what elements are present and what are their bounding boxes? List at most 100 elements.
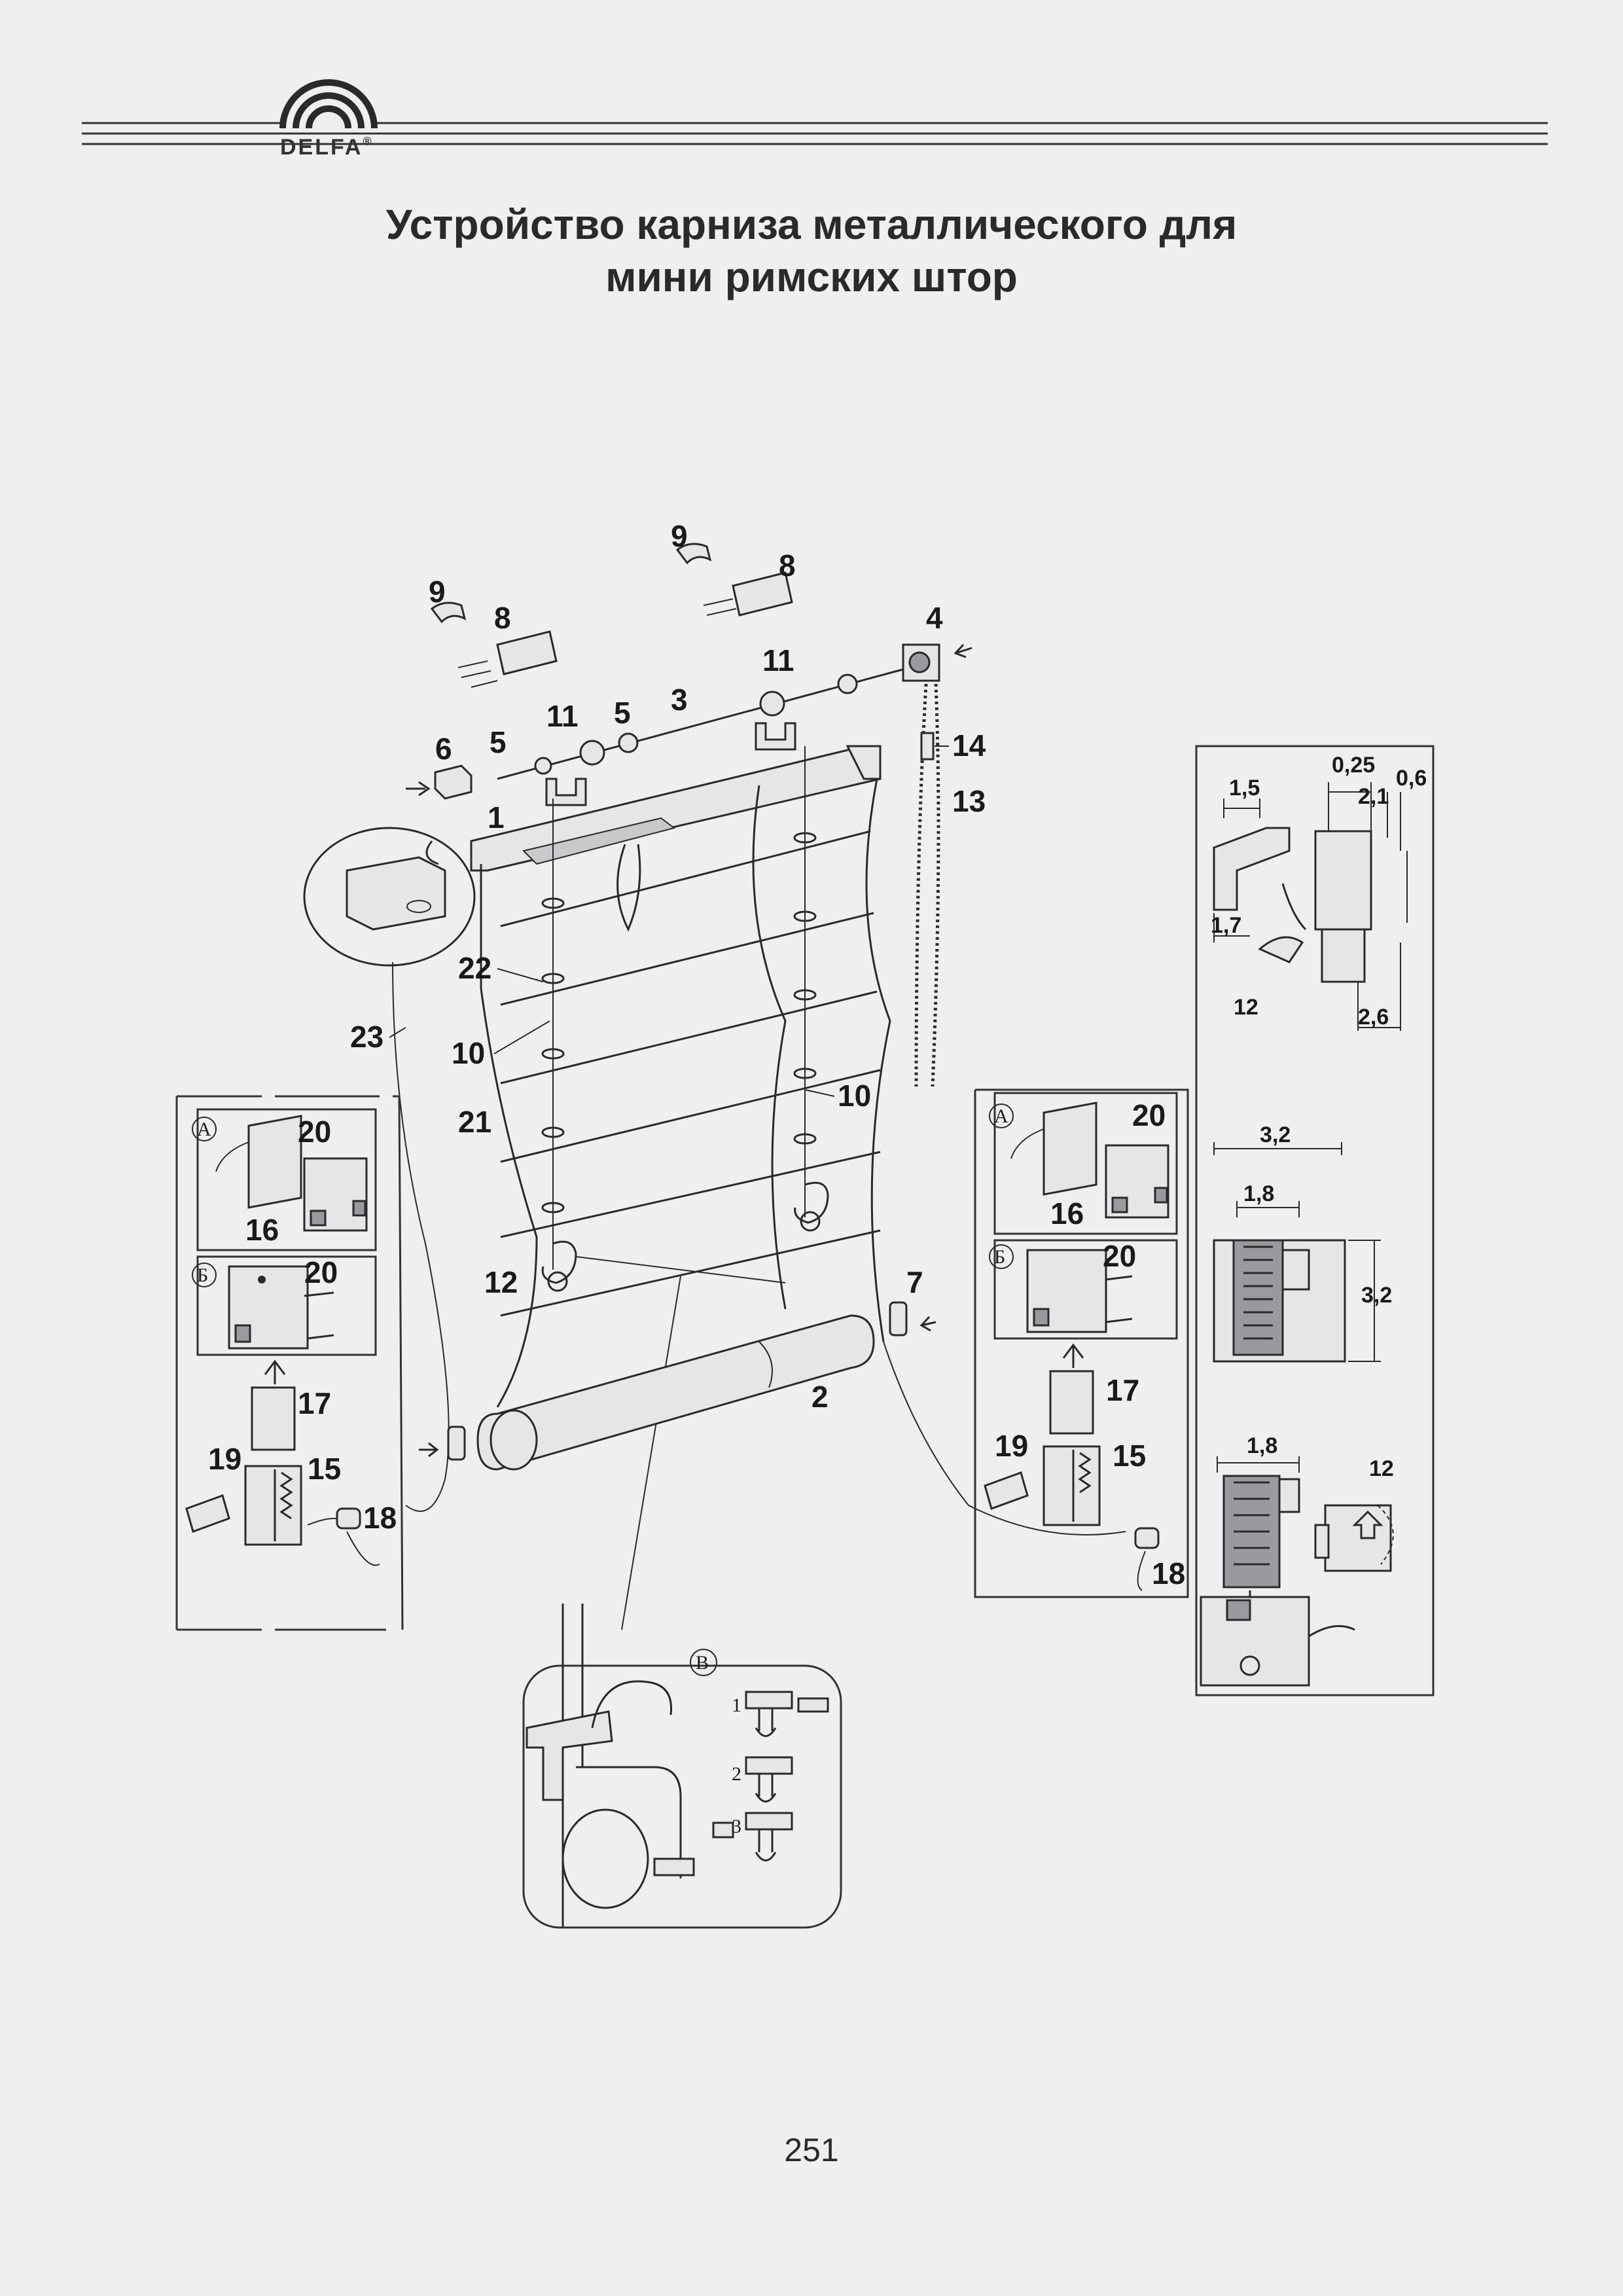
rail-section (526, 1710, 613, 1801)
cover-plate-icon (251, 1386, 296, 1451)
cover-plate-icon (1049, 1370, 1094, 1435)
arrow-icon (954, 643, 972, 658)
dim-1-5: 1,5 (1229, 776, 1260, 800)
page-title-line2: мини римских штор (605, 253, 1018, 300)
registered-mark: ® (363, 135, 374, 148)
spacer-icon (984, 1471, 1029, 1510)
bottom-bar (476, 1314, 875, 1471)
dim-1-7: 1,7 (1211, 913, 1241, 938)
screw-plate-icon (228, 1265, 309, 1350)
header-graphic (82, 79, 1548, 145)
right-callout-19: 19 (995, 1429, 1028, 1463)
mounting-bracket-left (430, 601, 558, 688)
fabric-fold (616, 844, 641, 932)
lift-cord-right (793, 746, 817, 1217)
bottom-inset: В 1 (522, 1604, 842, 1929)
callout-2: 2 (812, 1380, 829, 1414)
velcro-strip (522, 817, 676, 865)
callout-9-right: 9 (671, 519, 688, 553)
step-2-icon (745, 1756, 793, 1803)
right-inset: А Б 20 16 20 17 19 15 18 (974, 1088, 1189, 1598)
callout-11-left: 11 (546, 699, 579, 733)
magnifier-circle (303, 827, 476, 967)
end-cap (434, 764, 473, 800)
right-callout-18: 18 (1152, 1556, 1185, 1590)
inset-v-label: В (696, 1652, 709, 1674)
callout-9-left: 9 (429, 575, 446, 609)
callout-5-left: 5 (490, 725, 507, 759)
page-title-line1: Устройство карниза металлического для (385, 201, 1238, 248)
main-callouts: 1 2 3 4 5 5 6 7 8 8 9 9 10 10 11 11 12 1… (350, 519, 986, 1414)
cord-lock-with-plate (1200, 1456, 1394, 1687)
page-number: 251 (784, 2132, 839, 2168)
delfa-logo-icon (279, 79, 378, 129)
chain-weight (920, 732, 935, 761)
step-3-icon (745, 1812, 793, 1861)
callout-12: 12 (484, 1265, 518, 1299)
fabric-left-edge (480, 864, 538, 1408)
dim-2-6: 2,6 (1358, 1005, 1389, 1030)
step-1-label: 1 (732, 1695, 741, 1716)
left-panel-a (196, 1108, 377, 1251)
callout-3: 3 (671, 683, 688, 717)
bushing-right (837, 673, 858, 694)
right-panel-a (993, 1092, 1178, 1235)
right-panel-b (993, 1239, 1178, 1340)
dim-0-25: 0,25 (1332, 753, 1375, 778)
velcro-pad-icon (247, 1115, 302, 1209)
fabric-rods (500, 830, 881, 1317)
dim-12-top: 12 (1234, 995, 1258, 1020)
callout-1: 1 (488, 800, 505, 834)
left-callout-15: 15 (308, 1452, 341, 1486)
inset-v-frame (522, 1664, 842, 1929)
leader-line (575, 1256, 786, 1283)
left-callout-20a: 20 (298, 1115, 331, 1149)
cord-hook-right (794, 1181, 829, 1232)
right-panel-a-label: А (994, 1105, 1008, 1127)
right-panel-b-label: Б (994, 1246, 1005, 1268)
right-callout-15: 15 (1113, 1439, 1146, 1473)
pull-cord-right (883, 1341, 1126, 1535)
left-callout-16: 16 (245, 1213, 279, 1247)
step-2-label: 2 (732, 1763, 741, 1785)
left-inset: А Б 20 16 20 17 (175, 1095, 404, 1631)
rail-profile (1213, 782, 1408, 1031)
hook-clip (653, 1857, 695, 1876)
rail-end (846, 745, 882, 780)
mounting-bracket-right (675, 543, 793, 617)
cord-hook-left (541, 1240, 577, 1292)
bushing-mid (618, 732, 639, 753)
dim-3-2-width: 3,2 (1260, 1122, 1291, 1147)
left-callout-18: 18 (363, 1501, 397, 1535)
fabric-fold-line (752, 785, 787, 1310)
right-callout-20b: 20 (1103, 1239, 1136, 1273)
cord-lock-icon (244, 1465, 302, 1546)
control-wheel (908, 651, 931, 673)
bushing-left (534, 757, 552, 775)
callout-4: 4 (926, 601, 943, 635)
left-panel-b (196, 1255, 377, 1356)
bracket-left (545, 778, 587, 806)
arrow-icon (406, 781, 431, 797)
spool-left (579, 740, 605, 766)
cord-end-icon (1134, 1527, 1160, 1549)
dim-12-bottom: 12 (1369, 1456, 1394, 1481)
pull-cord (392, 961, 450, 1512)
arrow-icon (419, 1442, 439, 1458)
rail-hole (406, 900, 431, 913)
callout-8-left: 8 (494, 601, 511, 635)
step-3-label: 3 (732, 1816, 741, 1837)
callout-8-right: 8 (779, 548, 796, 583)
left-callout-19: 19 (208, 1442, 241, 1476)
rail-end-zoom (346, 856, 446, 931)
dim-0-6: 0,6 (1396, 766, 1427, 791)
callout-10-right: 10 (838, 1079, 871, 1113)
spacer-icon (185, 1494, 230, 1533)
mounting-plate-icon (303, 1157, 368, 1232)
callout-10-left: 10 (452, 1036, 485, 1070)
left-panel-a-label: А (197, 1119, 211, 1140)
left-callout-20b: 20 (304, 1255, 338, 1289)
right-callout-16: 16 (1050, 1196, 1084, 1230)
brand-name: DELFA® (280, 135, 374, 160)
